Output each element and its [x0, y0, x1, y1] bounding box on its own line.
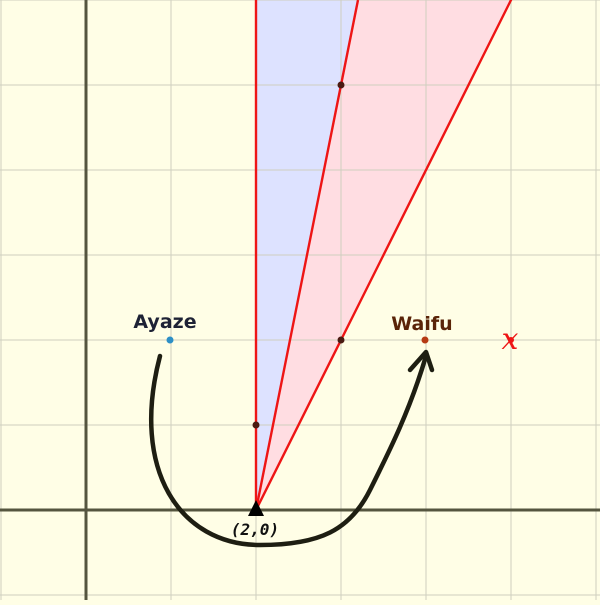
- cross-point: [508, 337, 514, 343]
- waifu-point: [421, 336, 429, 344]
- cross-mark: x: [502, 322, 519, 357]
- ayaze-point: [166, 336, 174, 344]
- point-on-shallow-ray: [337, 336, 345, 344]
- vertex-triangle-icon: [248, 500, 264, 516]
- vertex-coordinate-label: (2,0): [231, 520, 279, 539]
- point-on-vertical-ray: [252, 421, 260, 429]
- waifu-label: Waifu: [391, 313, 452, 335]
- curved-arrow-icon: [149, 349, 435, 548]
- point-on-steep-ray: [337, 81, 345, 89]
- shallow-ray: [254, 0, 513, 511]
- ayaze-label: Ayaze: [133, 311, 196, 333]
